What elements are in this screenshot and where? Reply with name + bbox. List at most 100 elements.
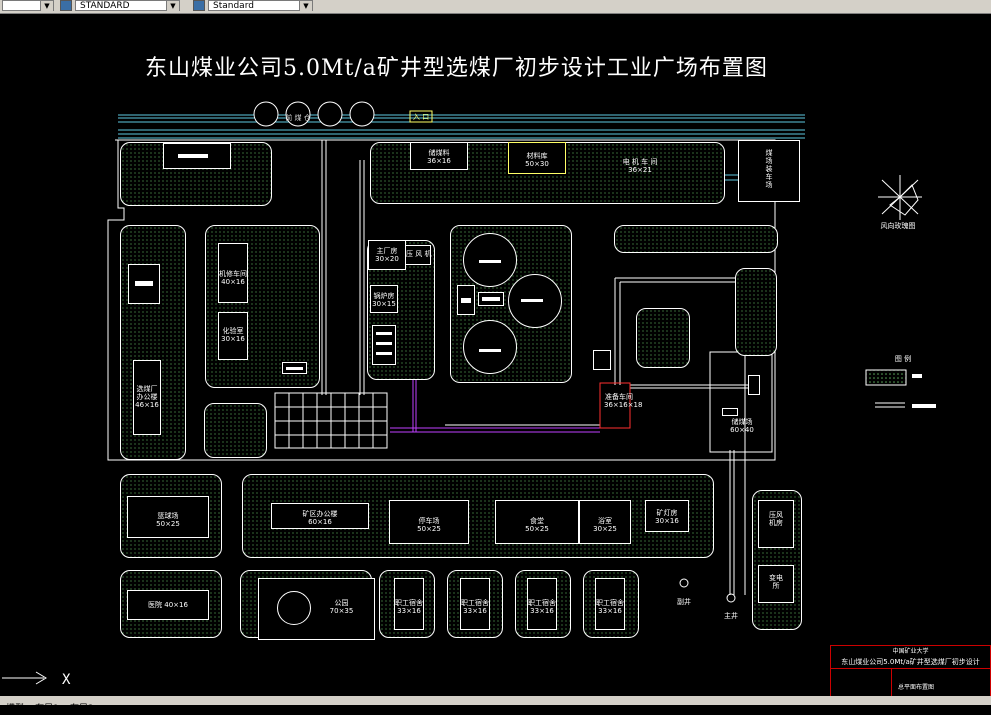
building-canteen[interactable]: 食堂 50×25 (495, 500, 579, 544)
layer-combo[interactable]: ▼ (2, 0, 54, 11)
prep-building-outline (599, 382, 631, 429)
building-label: 变电 所 (769, 574, 783, 590)
building-boiler[interactable]: 锅炉房 30×15 (370, 285, 398, 313)
building-label: 医院 40×16 (148, 601, 188, 609)
conveyors (321, 140, 365, 395)
building-label: 矿区办公楼 60×16 (302, 510, 338, 526)
main-shaft-icon (726, 593, 736, 603)
building-label: 准备车间 36×16×18 (604, 393, 643, 409)
layout-tabs: 模型 布局1 布局2 (0, 696, 991, 714)
building-label: 储煤料 36×16 (427, 149, 451, 165)
shaft-label: 副井 (677, 598, 691, 606)
building-material-store[interactable]: 材料库 50×30 (508, 142, 566, 174)
building-label: 职工宿舍 33×16 (461, 599, 489, 615)
title-block-project: 东山煤业公司5.0Mt/a矿井型选煤厂初步设计 (841, 658, 980, 666)
tab-model[interactable]: 模型 (6, 704, 25, 714)
legend-title: 图 例 (894, 355, 912, 363)
ucs-x-label: X (62, 672, 71, 688)
green-area (204, 403, 267, 458)
building-compressor[interactable]: 压 风 机 (405, 245, 431, 265)
building-mine-office[interactable]: 矿区办公楼 60×16 (271, 503, 369, 529)
legend-green-swatch (865, 369, 907, 386)
dim-style-icon[interactable] (193, 0, 205, 11)
toolbar: ▼ STANDARD ▼ Standard ▼ (0, 0, 991, 14)
building-small[interactable] (457, 285, 475, 315)
building-coal-storage[interactable]: 储煤料 36×16 (410, 142, 468, 170)
building-coal-yard-loading[interactable]: 煤 场 装 车 场 (738, 140, 800, 202)
chevron-down-icon[interactable]: ▼ (299, 1, 312, 11)
building-main-plant[interactable]: 主厂房 30×20 (368, 240, 406, 270)
building-label: 停车场 50×25 (417, 517, 441, 533)
building-lab[interactable]: 化验室 30×16 (218, 312, 248, 360)
building-label: 电 机 车 间 36×21 (622, 158, 658, 174)
tab-layout1[interactable]: 布局1 (35, 704, 59, 714)
building-label: 职工宿舍 33×16 (395, 599, 423, 615)
building-compressor-room[interactable]: 压风 机房 (758, 500, 794, 548)
building-label: 储煤场 60×40 (730, 418, 754, 434)
building-dormitory[interactable]: 职工宿舍 33×16 (527, 578, 557, 630)
building-label: 压风 机房 (769, 511, 783, 527)
building-label: 职工宿舍 33×16 (596, 599, 624, 615)
building-label: 锅炉房 30×15 (372, 292, 396, 308)
tree-circles (253, 101, 375, 127)
building-coal-bunker[interactable] (163, 143, 231, 169)
thickener-tank[interactable] (463, 320, 517, 374)
text-style-value: STANDARD (80, 1, 130, 11)
building-dormitory[interactable]: 职工宿舍 33×16 (394, 578, 424, 630)
main-plant-grid (274, 392, 388, 449)
building-label: 主厂房 30×20 (375, 247, 399, 263)
chevron-down-icon[interactable]: ▼ (166, 1, 179, 11)
building-park[interactable]: 公园 70×35 (258, 578, 375, 640)
building-small-blocks[interactable] (372, 325, 396, 365)
text-style-icon[interactable] (60, 0, 72, 11)
building-repair-shop[interactable]: 机修车间 40×16 (218, 243, 248, 303)
building-small[interactable] (128, 264, 160, 304)
building-dormitory[interactable]: 职工宿舍 33×16 (460, 578, 490, 630)
green-area (735, 268, 777, 356)
building-hospital[interactable]: 医院 40×16 (127, 590, 209, 620)
building-small[interactable] (722, 408, 738, 416)
building-bathhouse[interactable]: 浴室 30×25 (579, 500, 631, 544)
building-dormitory[interactable]: 职工宿舍 33×16 (595, 578, 625, 630)
title-block-school: 中国矿业大学 (892, 648, 929, 655)
building-label: 机修车间 40×16 (219, 270, 247, 286)
building-label: 食堂 50×25 (525, 517, 549, 533)
tab-layout2[interactable]: 布局2 (69, 704, 94, 714)
drawing-title: 东山煤业公司5.0Mt/a矿井型选煤厂初步设计工业广场布置图 (145, 56, 768, 81)
building-small[interactable] (748, 375, 760, 395)
building-small[interactable] (478, 292, 504, 306)
thickener-tank[interactable] (463, 233, 517, 287)
building-label: 煤 场 装 车 场 (765, 149, 773, 189)
building-small[interactable] (593, 350, 611, 370)
building-substation[interactable]: 变电 所 (758, 565, 794, 603)
gate-box (409, 110, 433, 123)
shaft-label: 主井 (724, 612, 738, 620)
dim-style-combo[interactable]: Standard ▼ (208, 0, 313, 11)
building-label: 选煤厂 办公楼 46×16 (135, 385, 159, 409)
chevron-down-icon[interactable]: ▼ (40, 1, 53, 11)
rail-lines (118, 114, 805, 139)
building-label: 化验室 30×16 (221, 327, 245, 343)
auxiliary-shaft-icon (679, 578, 689, 588)
building-label: 压 风 机 (406, 250, 432, 258)
gate-label: 入 口 (412, 113, 430, 121)
building-parking[interactable]: 停车场 50×25 (389, 500, 469, 544)
thickener-tank[interactable] (508, 274, 562, 328)
wind-rose-label: 风向玫瑰图 (880, 222, 916, 230)
text-style-combo[interactable]: STANDARD ▼ (75, 0, 180, 11)
dim-style-value: Standard (213, 1, 254, 11)
building-label: 公园 70×35 (329, 599, 354, 615)
building-office[interactable]: 选煤厂 办公楼 46×16 (133, 360, 161, 435)
green-area (614, 225, 778, 253)
title-block: 中国矿业大学 东山煤业公司5.0Mt/a矿井型选煤厂初步设计 总平面布置图 (830, 645, 991, 700)
building-small[interactable] (282, 362, 307, 374)
road-label: 前 煤 仓 (285, 114, 311, 122)
building-label: 材料库 50×30 (525, 152, 549, 168)
building-basketball-court[interactable]: 篮球场 50×25 (127, 496, 209, 538)
building-label: 篮球场 50×25 (156, 512, 180, 528)
building-label: 浴室 30×25 (593, 517, 617, 533)
building-lamp-room[interactable]: 矿灯房 30×16 (645, 500, 689, 532)
building-label: 职工宿舍 33×16 (528, 599, 556, 615)
wind-rose-icon (878, 175, 922, 220)
